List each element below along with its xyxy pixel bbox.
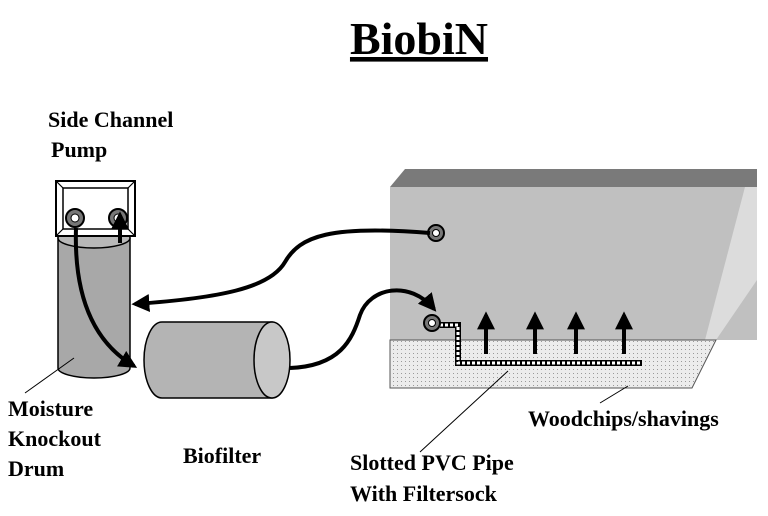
woodchips-leader-line bbox=[599, 385, 629, 404]
bin-upper-port bbox=[427, 224, 445, 242]
biofilter-label: Biofilter bbox=[183, 443, 261, 468]
pump-inlet-port bbox=[65, 208, 85, 228]
flow-arrow-pump-to-biofilter bbox=[73, 227, 138, 368]
side-channel-pump bbox=[55, 180, 136, 237]
drum-label-line-2: Knockout bbox=[8, 426, 102, 451]
bin-top-face bbox=[390, 169, 757, 187]
pipe-slots bbox=[440, 323, 642, 365]
pump-label-line-2: Pump bbox=[51, 137, 107, 162]
drum-label: Moisture Knockout Drum bbox=[8, 396, 106, 481]
biofilter bbox=[143, 321, 291, 399]
woodchips-label: Woodchips/shavings bbox=[528, 406, 719, 431]
drum-label-line-3: Drum bbox=[8, 456, 64, 481]
bin-side-face bbox=[705, 187, 757, 340]
bin-lower-port bbox=[423, 314, 441, 332]
drum-label-line-1: Moisture bbox=[8, 396, 93, 421]
pump-label-line-1: Side Channel bbox=[48, 107, 173, 132]
pipe-label-line-2: With Filtersock bbox=[350, 481, 498, 506]
bin-front-face bbox=[390, 187, 757, 340]
flow-arrow-biofilter-to-bin bbox=[289, 288, 437, 370]
pipe-label: Slotted PVC Pipe With Filtersock bbox=[350, 450, 519, 506]
page-title: BiobiN bbox=[350, 13, 488, 64]
flow-arrow-bin-to-drum bbox=[131, 228, 431, 312]
biobin-container bbox=[389, 169, 757, 389]
pump-label: Side Channel Pump bbox=[48, 107, 179, 162]
pipe-label-line-1: Slotted PVC Pipe bbox=[350, 450, 514, 475]
drum-leader-line bbox=[24, 357, 75, 394]
pipe-leader-line bbox=[419, 370, 509, 453]
